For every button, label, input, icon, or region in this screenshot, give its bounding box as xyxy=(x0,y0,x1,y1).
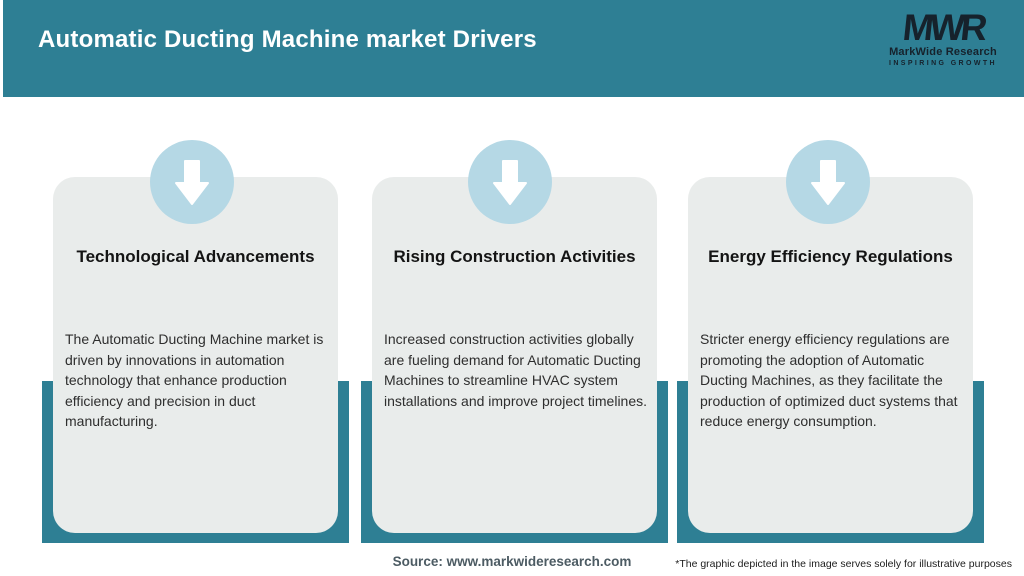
card-title: Energy Efficiency Regulations xyxy=(708,247,953,266)
markwide-research-logo: MWR MarkWide Research INSPIRING GROWTH xyxy=(878,7,1008,67)
page-title: Automatic Ducting Machine market Drivers xyxy=(38,26,537,53)
header-bar: Automatic Ducting Machine market Drivers… xyxy=(3,0,1024,97)
source-line: Source: www.markwideresearch.com xyxy=(392,554,632,569)
driver-card-technological-advancements: Technological Advancements The Automatic… xyxy=(53,177,338,533)
logo-name: MarkWide Research xyxy=(889,46,997,58)
logo-monogram: MWR xyxy=(900,7,986,48)
disclaimer-note: *The graphic depicted in the image serve… xyxy=(675,558,1012,570)
driver-card-rising-construction-activities: Rising Construction Activities Increased… xyxy=(372,177,657,533)
arrow-circle-badge xyxy=(468,140,552,224)
driver-card-energy-efficiency-regulations: Energy Efficiency Regulations Stricter e… xyxy=(688,177,973,533)
card-description: Increased construction activities global… xyxy=(384,331,648,409)
card-description: Stricter energy efficiency regulations a… xyxy=(700,331,958,430)
arrow-circle-badge xyxy=(786,140,870,224)
card-title: Technological Advancements xyxy=(76,247,315,266)
card-description: The Automatic Ducting Machine market is … xyxy=(65,331,324,430)
arrow-circle-badge xyxy=(150,140,234,224)
arrow-down-icon xyxy=(490,155,530,209)
card-title: Rising Construction Activities xyxy=(393,247,636,266)
arrow-down-icon xyxy=(808,155,848,209)
arrow-down-icon xyxy=(172,155,212,209)
logo-tagline: INSPIRING GROWTH xyxy=(888,60,997,67)
